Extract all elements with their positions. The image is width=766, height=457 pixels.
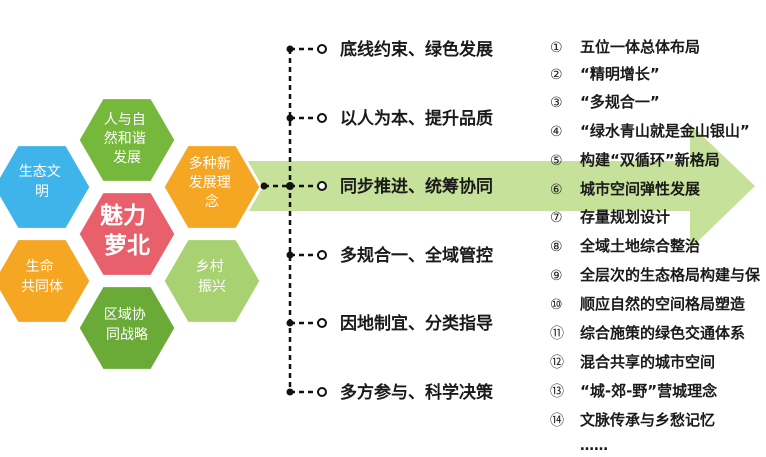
list-item-number: ② [550,67,563,83]
list-item-number: ⑦ [550,210,563,226]
hex-lower-right-label: 乡村 振兴 [196,259,228,295]
list-item-number: ⑫ [550,355,564,371]
list-item-text: 顺应自然的空间格局塑造 [580,295,745,313]
list-ellipsis: …… [580,438,608,454]
hex-top: 人与自 然和谐 发展 [76,96,178,184]
list-item-number: ③ [550,95,563,111]
list-item-text: 全层次的生态格局构建与保 [579,266,761,284]
list-item: ⑩ 顺应自然的空间格局塑造 [550,295,745,313]
hex-top-label: 人与自 然和谐 发展 [104,112,150,166]
hex-upper-right-label: 多种新 发展理 念 [189,155,235,210]
hex-center: 魅力 萝北 [76,190,178,278]
list-item-text: 城市空间弹性发展 [580,180,700,198]
list-item-text: “城-郊-野”营城理念 [580,382,717,400]
principle-label: 多方参与、科学决策 [340,382,494,403]
list-item: ⑥ 城市空间弹性发展 [550,180,700,198]
list-item-text: 五位一体总体布局 [580,38,700,56]
list-item: ③ “多规合一” [550,93,660,111]
hex-upper-right: 多种新 发展理 念 [161,143,263,231]
list-item: ① 五位一体总体布局 [550,38,700,56]
hex-lower-left: 生命 共同体 [0,237,93,325]
principles-list: 底线约束、绿色发展 以人为本、提升品质 同步推进、统筹协同 多规合一、全域管控 … [286,39,494,403]
list-item-number: ⑥ [550,182,563,198]
principle-row: 底线约束、绿色发展 [286,39,493,60]
list-item: ④ “绿水青山就是金山银山” [550,122,750,140]
list-item-number: ⑨ [550,268,563,284]
list-item-number: ⑬ [550,384,564,400]
green-arrow [240,124,755,249]
list-item-text: “精明增长” [580,65,660,83]
hex-lower-right: 乡村 振兴 [161,237,263,325]
list-item: ⑬ “城-郊-野”营城理念 [550,382,717,400]
list-item-text: 综合施策的绿色交通体系 [580,324,745,342]
list-item-number: ⑪ [550,326,564,342]
concept-list: ① 五位一体总体布局 ② “精明增长” ③ “多规合一” ④ “绿水青山就是金山… [550,38,761,454]
list-item-number: ⑤ [550,153,563,169]
list-item-number: ⑧ [550,239,563,255]
hex-lower-left-label: 生命 共同体 [21,258,63,295]
hex-bottom: 区域协 同战略 [76,284,178,372]
principle-row: 同步推进、统筹协同 [290,176,493,197]
list-item-number: ⑩ [550,297,563,313]
list-item: ⑧ 全域土地综合整治 [550,237,700,255]
list-item-text: 文脉传承与乡愁记忆 [580,411,715,429]
principle-row: 以人为本、提升品质 [286,108,493,129]
principle-label: 同步推进、统筹协同 [340,176,493,197]
bracket-stub-dot [260,182,268,190]
list-item-number: ⑭ [550,413,564,429]
hex-bottom-label: 区域协 同战略 [104,307,150,343]
principle-row: 多规合一、全域管控 [286,245,493,266]
list-item: ⑤ 构建“双循环”新格局 [550,151,720,169]
hex-upper-left: 生态文 明 [0,143,93,231]
list-item-text: 存量规划设计 [580,208,670,226]
list-item: ⑫ 混合共享的城市空间 [550,353,715,371]
hex-center-label: 魅力 萝北 [100,202,154,259]
list-item-text: 全域土地综合整治 [579,237,700,255]
list-item-text: 混合共享的城市空间 [580,353,715,371]
list-item-number: ④ [550,124,563,140]
principle-row: 多方参与、科学决策 [286,382,494,403]
hex-upper-left-label: 生态文 明 [19,164,65,200]
list-item-text: 构建“双循环”新格局 [580,151,720,169]
list-item: ⑭ 文脉传承与乡愁记忆 [550,411,715,429]
principle-label: 多规合一、全域管控 [340,245,493,266]
principle-row: 因地制宜、分类指导 [286,313,493,334]
principle-label: 底线约束、绿色发展 [340,39,493,60]
list-item: ⑦ 存量规划设计 [550,208,670,226]
principle-label: 因地制宜、分类指导 [340,313,493,334]
list-item: ⑨ 全层次的生态格局构建与保 [550,266,761,284]
list-item: ⑪ 综合施策的绿色交通体系 [550,324,745,342]
hexagon-cluster: 人与自 然和谐 发展 生态文 明 多种新 发展理 念 生命 共同体 [0,96,263,372]
principle-label: 以人为本、提升品质 [340,108,493,129]
list-item-text: “绿水青山就是金山银山” [580,122,750,140]
list-item: ② “精明增长” [550,65,660,83]
bracket-connector [260,49,294,392]
list-item-number: ① [550,40,563,56]
list-item-text: “多规合一” [580,93,660,111]
